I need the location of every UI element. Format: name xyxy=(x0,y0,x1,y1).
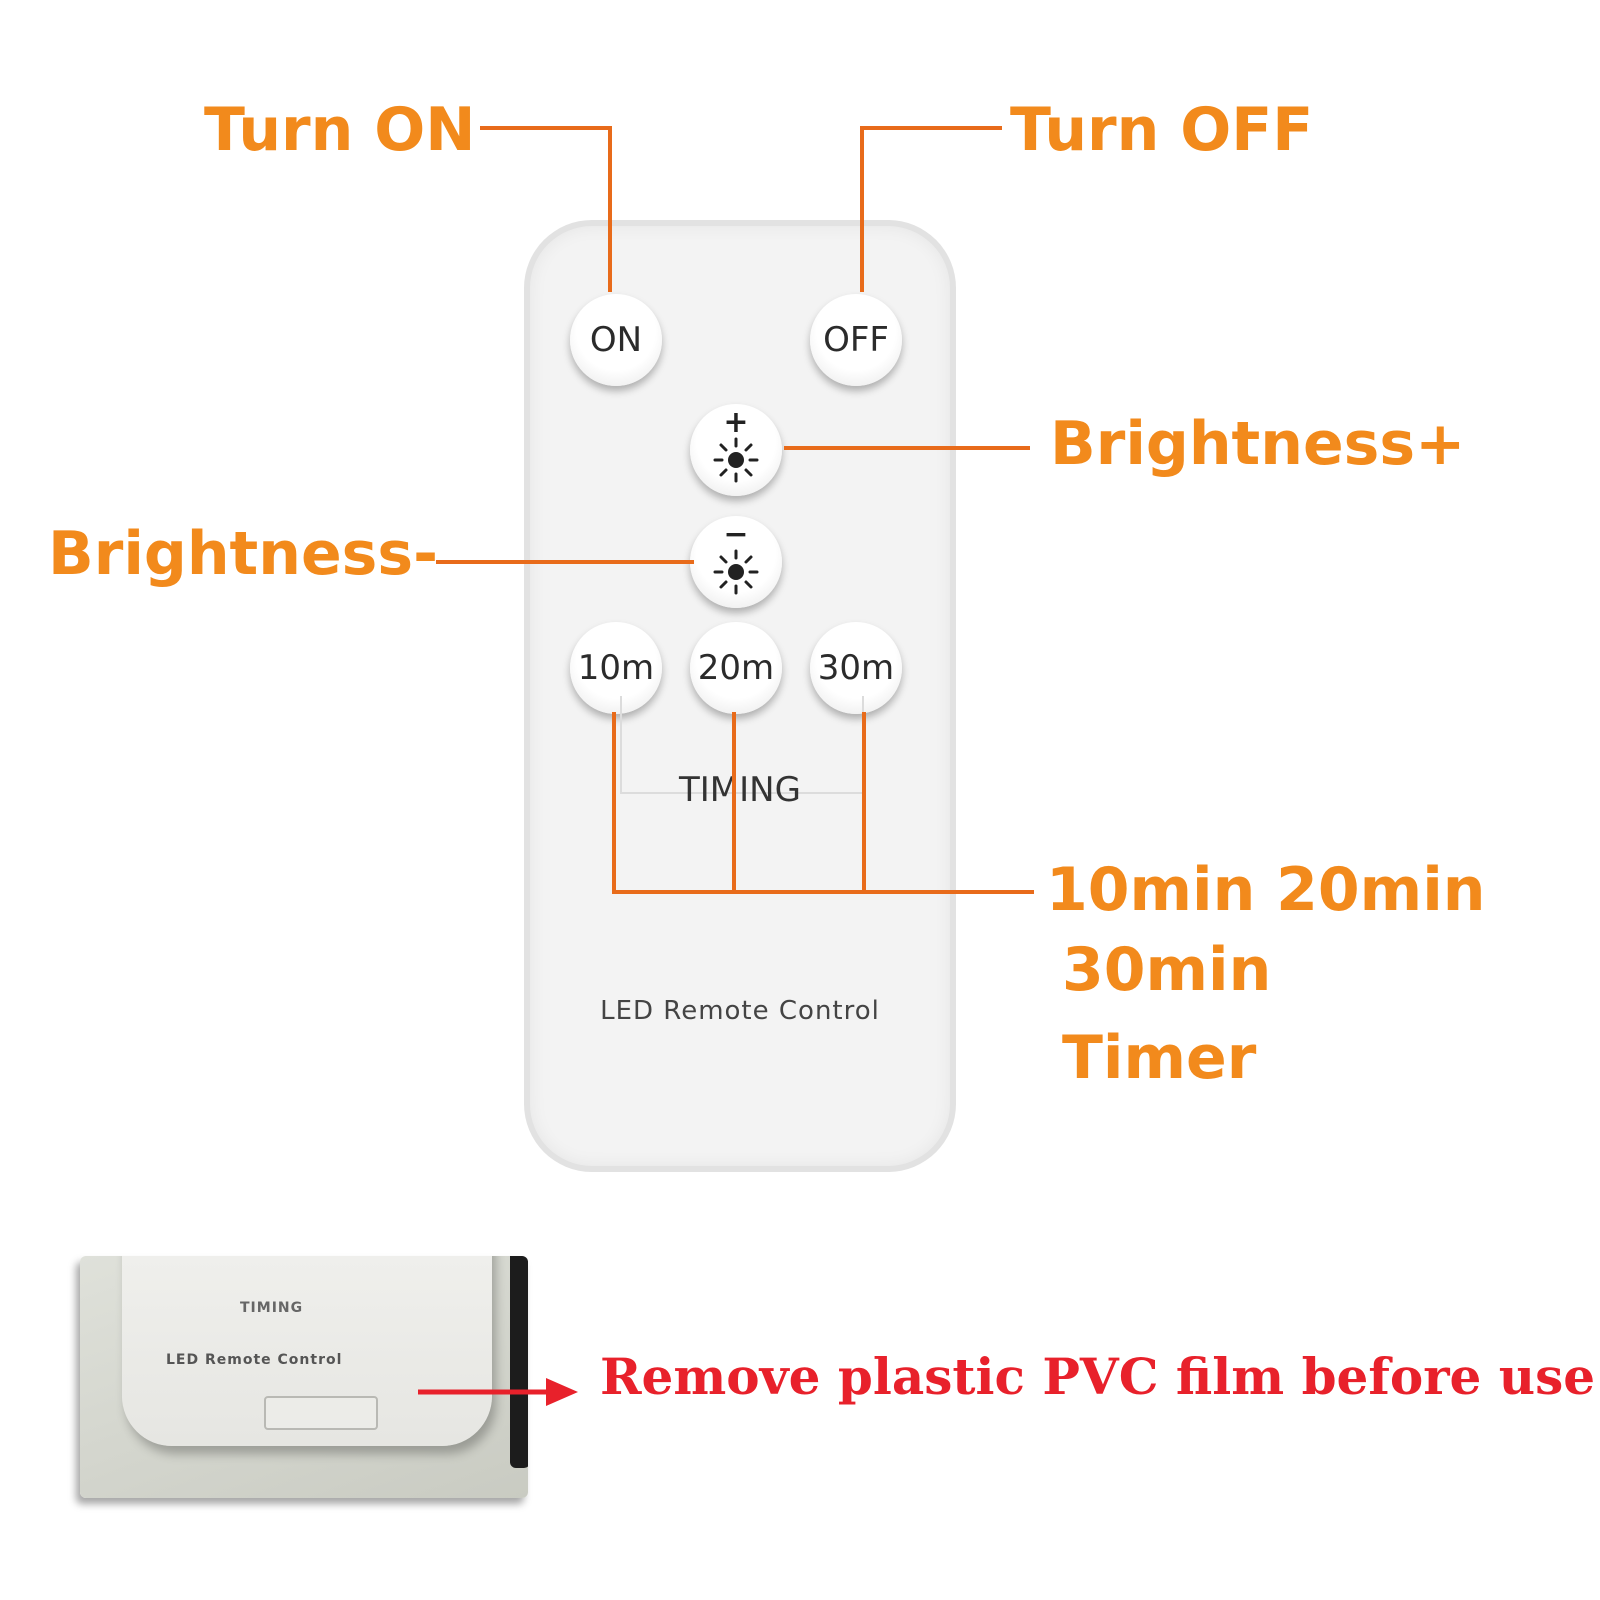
arrow-right-icon xyxy=(418,1378,578,1406)
timer-10-button[interactable]: 10m xyxy=(570,622,662,714)
photo-timing-label: TIMING xyxy=(240,1300,304,1316)
timer-20-label: 20m xyxy=(697,648,775,688)
off-button[interactable]: OFF xyxy=(810,294,902,386)
sun-icon xyxy=(713,549,759,595)
brand-label: LED Remote Control xyxy=(600,996,880,1026)
brightness-up-label: Brightness+ xyxy=(1050,409,1466,479)
timer-30-button[interactable]: 30m xyxy=(810,622,902,714)
battery-tab-photo: TIMING LED Remote Control xyxy=(80,1256,528,1498)
timer-label-line2: 30min xyxy=(1062,935,1272,1005)
pvc-film-notice: Remove plastic PVC film before use xyxy=(600,1347,1596,1406)
on-button[interactable]: ON xyxy=(570,294,662,386)
on-button-label: ON xyxy=(589,320,643,360)
timer-label-line3: Timer xyxy=(1062,1023,1257,1093)
timer-label-line1: 10min 20min xyxy=(1046,855,1486,925)
timer-30-label: 30m xyxy=(817,648,895,688)
off-button-label: OFF xyxy=(823,320,889,360)
turn-off-leader xyxy=(860,126,1002,292)
turn-on-label: Turn ON xyxy=(204,95,476,165)
turn-on-leader xyxy=(480,126,612,292)
turn-off-label: Turn OFF xyxy=(1010,95,1314,165)
pvc-film-strip xyxy=(510,1256,528,1468)
remote-control: ON OFF + − 10m xyxy=(530,226,950,1166)
plus-icon: + xyxy=(723,405,749,440)
brightness-down-button[interactable]: − xyxy=(690,516,782,608)
brightness-down-label: Brightness- xyxy=(48,519,438,589)
timer-20-button[interactable]: 20m xyxy=(690,622,782,714)
timing-label: TIMING xyxy=(679,770,801,810)
timer-10-label: 10m xyxy=(577,648,655,688)
sun-icon xyxy=(713,437,759,483)
brightness-up-button[interactable]: + xyxy=(690,404,782,496)
photo-brand-label: LED Remote Control xyxy=(166,1352,343,1368)
minus-icon: − xyxy=(723,517,749,552)
battery-slot xyxy=(264,1396,378,1430)
